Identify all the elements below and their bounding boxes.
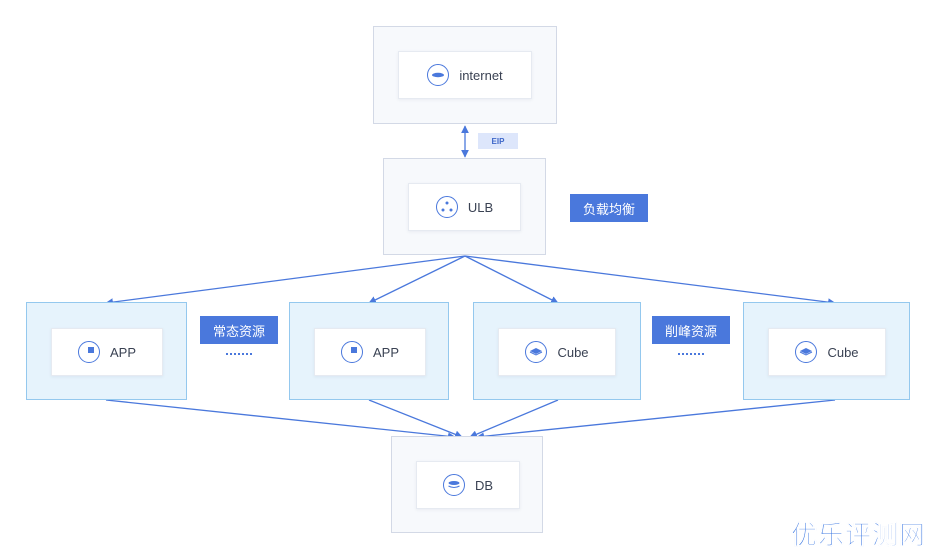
globe-icon — [427, 64, 450, 86]
cube2-zone: Cube — [743, 302, 910, 400]
cube1-label: Cube — [557, 344, 589, 360]
app-square-icon — [77, 341, 100, 363]
app1-zone: APP — [26, 302, 187, 400]
cube1-zone: Cube — [473, 302, 641, 400]
ulb-node[interactable]: ULB — [408, 183, 521, 231]
cube-icon — [795, 341, 818, 363]
load-balance-tag: 负载均衡 — [570, 194, 648, 222]
db-label: DB — [474, 477, 494, 493]
internet-zone: internet — [373, 26, 557, 124]
cube-icon — [525, 341, 548, 363]
database-icon — [442, 474, 465, 496]
cube2-node[interactable]: Cube — [768, 328, 886, 376]
app2-label: APP — [372, 344, 399, 360]
ulb-label: ULB — [467, 199, 494, 215]
db-zone: DB — [391, 436, 543, 533]
ulb-cube2-connector — [464, 255, 836, 306]
app-square-icon — [340, 341, 363, 363]
watermark: 优乐评测网 — [790, 521, 926, 552]
app1-label: APP — [109, 344, 136, 360]
internet-node[interactable]: internet — [398, 51, 532, 99]
cube2-label: Cube — [827, 344, 859, 360]
ulb-cube1-connector — [464, 255, 559, 304]
cube1-node[interactable]: Cube — [498, 328, 616, 376]
steady-resource-dots — [226, 353, 252, 355]
load-balancer-icon — [435, 196, 458, 218]
steady-resource-tag: 常态资源 — [200, 316, 278, 344]
peak-resource-tag: 削峰资源 — [652, 316, 730, 344]
internet-label: internet — [459, 67, 503, 83]
app2-zone: APP — [289, 302, 449, 400]
eip-tag: EIP — [478, 133, 518, 149]
ulb-app2-connector — [368, 255, 466, 304]
ulb-zone: ULB — [383, 158, 546, 255]
app2-node[interactable]: APP — [314, 328, 426, 376]
app1-db-connector — [105, 399, 456, 441]
peak-resource-dots — [678, 353, 704, 355]
cube2-db-connector — [476, 399, 836, 441]
ulb-app1-connector — [105, 255, 466, 306]
app1-node[interactable]: APP — [51, 328, 163, 376]
app2-db-connector — [368, 399, 463, 439]
db-node[interactable]: DB — [416, 461, 520, 509]
cube1-db-connector — [469, 399, 559, 438]
